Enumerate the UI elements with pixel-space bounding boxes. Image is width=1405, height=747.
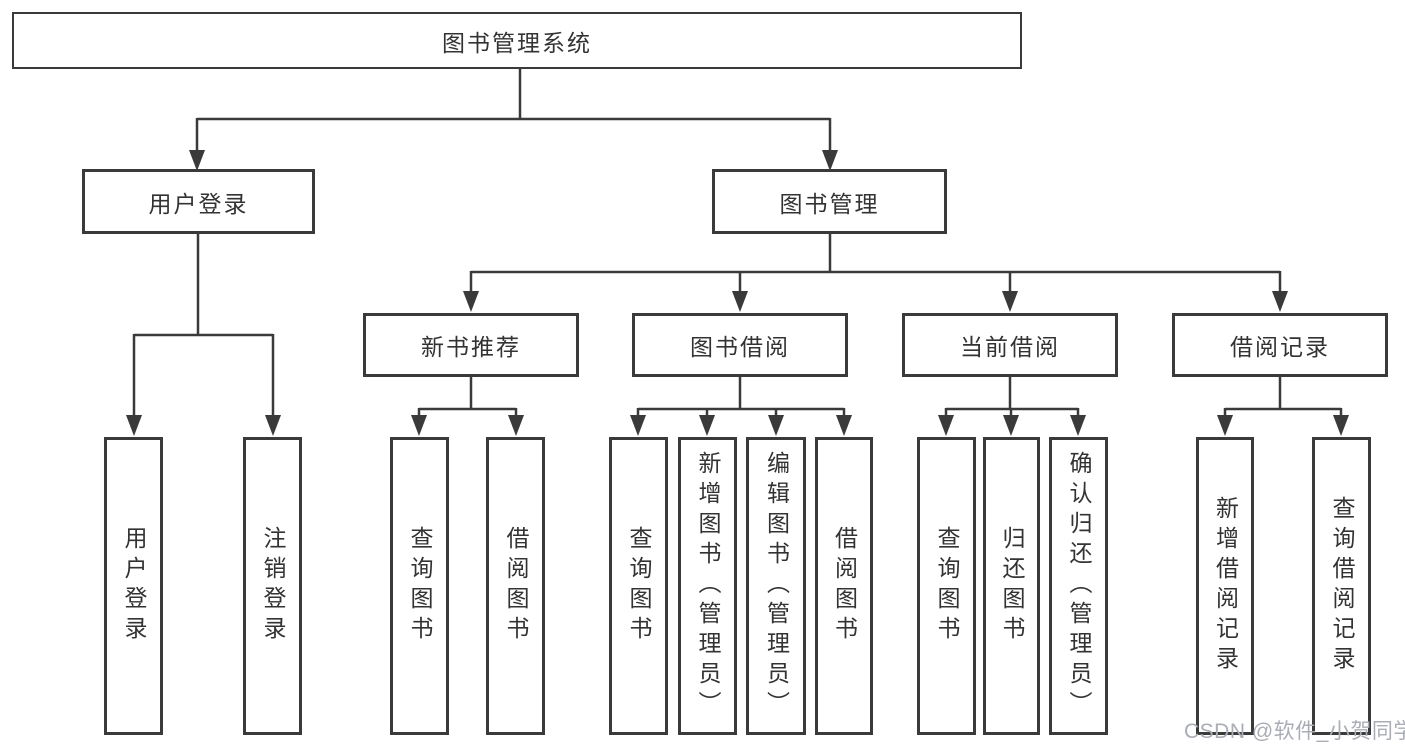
arrow-down-icon	[1217, 415, 1233, 436]
node-book-borrowing: 图书借阅	[632, 313, 848, 377]
arrow-down-icon	[411, 415, 427, 436]
leaf-add-borrow-record: 新增借阅记录	[1196, 437, 1254, 735]
leaf-user-login: 用户登录	[104, 437, 163, 735]
node-current-borrowing: 当前借阅	[902, 313, 1118, 377]
arrow-down-icon	[1333, 415, 1349, 436]
arrow-down-icon	[768, 415, 784, 436]
node-book-management: 图书管理	[712, 169, 947, 234]
leaf-borrow-books-borrowing: 借阅图书	[815, 437, 873, 735]
arrow-down-icon	[732, 291, 748, 312]
arrow-down-icon	[938, 415, 954, 436]
arrow-down-icon	[822, 150, 838, 171]
leaf-query-books-borrowing: 查询图书	[609, 437, 668, 735]
arrow-down-icon	[1070, 415, 1086, 436]
arrowheads-group	[126, 150, 1349, 436]
leaf-add-book-admin: 新增图书（管理员）	[678, 437, 737, 735]
leaf-logout: 注销登录	[243, 437, 302, 735]
node-new-book-recommendation: 新书推荐	[363, 313, 579, 377]
arrow-down-icon	[836, 415, 852, 436]
arrow-down-icon	[126, 415, 142, 436]
arrow-down-icon	[699, 415, 715, 436]
arrow-down-icon	[1003, 415, 1019, 436]
arrow-down-icon	[1002, 291, 1018, 312]
arrow-down-icon	[463, 291, 479, 312]
leaf-edit-book-admin: 编辑图书（管理员）	[746, 437, 806, 735]
leaf-borrow-books-recommend: 借阅图书	[486, 437, 545, 735]
leaf-query-books-current: 查询图书	[917, 437, 976, 735]
leaf-return-books: 归还图书	[983, 437, 1040, 735]
arrow-down-icon	[265, 415, 281, 436]
leaf-query-borrow-record: 查询借阅记录	[1312, 437, 1371, 735]
node-library-management-system: 图书管理系统	[12, 12, 1022, 69]
leaf-query-books-recommend: 查询图书	[390, 437, 449, 735]
arrow-down-icon	[1272, 291, 1288, 312]
arrow-down-icon	[630, 415, 646, 436]
node-user-login: 用户登录	[82, 169, 315, 234]
arrow-down-icon	[508, 415, 524, 436]
leaf-confirm-return-admin: 确认归还（管理员）	[1049, 437, 1108, 735]
node-borrowing-records: 借阅记录	[1172, 313, 1388, 377]
csdn-watermark: CSDN @软件_小贺同学	[1184, 720, 1405, 743]
arrow-down-icon	[189, 150, 205, 171]
